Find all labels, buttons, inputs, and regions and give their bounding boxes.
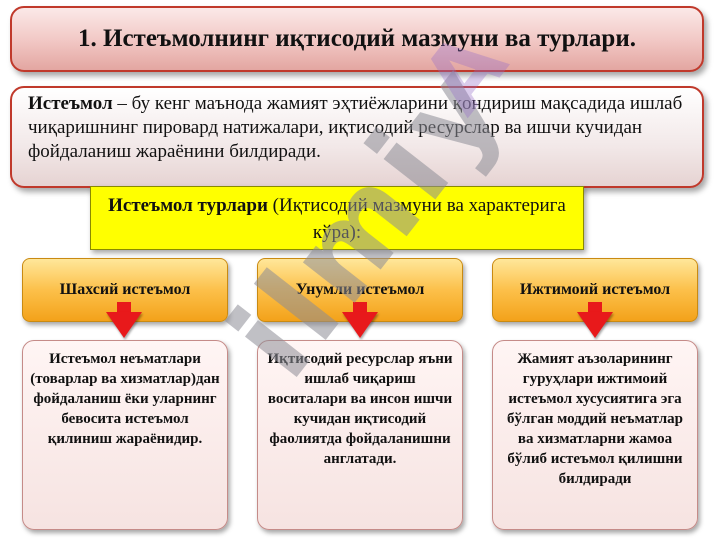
down-arrow-icon	[106, 312, 142, 338]
types-heading: Истеъмол турлари	[108, 195, 268, 216]
category-description-personal: Истеъмол неъматлари (товарлар ва хизматл…	[22, 340, 228, 530]
category-description-text: Жамият аъзоларининг гуруҳлари ижтимоий и…	[507, 351, 683, 487]
down-arrow-icon	[577, 312, 613, 338]
category-header-productive: Унумли истеъмол	[257, 258, 463, 322]
definition-text: – бу кенг маънода жамият эҳтиёжларини қо…	[28, 93, 683, 162]
definition-term: Истеъмол	[28, 93, 113, 114]
category-header-label: Унумли истеъмол	[295, 281, 425, 298]
category-description-productive: Иқтисодий ресурслар яъни ишлаб чиқариш в…	[257, 340, 463, 530]
types-heading-box: Истеъмол турлари (Иқтисодий мазмуни ва х…	[90, 186, 584, 250]
title-banner: 1. Истеъмолнинг иқтисодий мазмуни ва тур…	[10, 6, 704, 72]
arrow-stem	[117, 302, 131, 314]
definition-box: Истеъмол – бу кенг маънода жамият эҳтиёж…	[10, 86, 704, 188]
page-title: 1. Истеъмолнинг иқтисодий мазмуни ва тур…	[78, 25, 636, 52]
category-description-text: Иқтисодий ресурслар яъни ишлаб чиқариш в…	[267, 351, 453, 467]
category-description-text: Истеъмол неъматлари (товарлар ва хизматл…	[30, 351, 220, 447]
arrow-stem	[353, 302, 367, 314]
down-arrow-icon	[342, 312, 378, 338]
category-header-label: Ижтимоий истеъмол	[519, 281, 671, 298]
category-description-social: Жамият аъзоларининг гуруҳлари ижтимоий и…	[492, 340, 698, 530]
types-subheading: (Иқтисодий мазмуни ва характерига кўра):	[267, 195, 566, 243]
category-header-social: Ижтимоий истеъмол	[492, 258, 698, 322]
category-header-label: Шахсий истеъмол	[59, 281, 191, 298]
arrow-stem	[588, 302, 602, 314]
